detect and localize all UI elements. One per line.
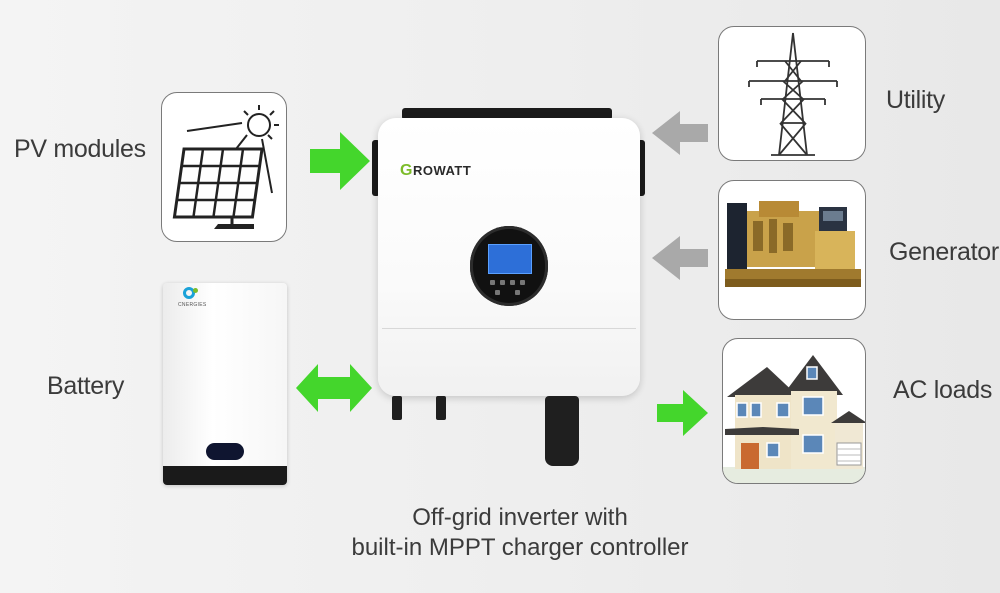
diesel-generator-icon xyxy=(725,201,861,287)
inverter-caption: Off-grid inverter with built-in MPPT cha… xyxy=(330,503,710,563)
pv-modules-card xyxy=(161,92,287,242)
ac-loads-label: AC loads xyxy=(893,376,993,404)
generator-to-inverter-arrow xyxy=(652,236,708,280)
battery-base xyxy=(163,466,287,485)
generator-label: Generator xyxy=(889,238,999,266)
inverter-caption-line1: Off-grid inverter with xyxy=(412,504,628,531)
utility-label: Utility xyxy=(886,86,946,114)
pv-to-inverter-arrow xyxy=(310,132,370,190)
utility-card xyxy=(718,26,866,161)
inverter-button xyxy=(515,290,520,295)
battery-inverter-bidirectional-arrow xyxy=(296,364,372,412)
battery-logo-icon xyxy=(183,287,195,299)
inverter-button xyxy=(495,290,500,295)
inverter-lcd-screen xyxy=(488,244,532,274)
ac-loads-card xyxy=(722,338,866,484)
battery-display xyxy=(206,443,244,460)
inverter-pv-connector xyxy=(436,396,446,420)
inverter-cable-gland xyxy=(545,396,579,466)
house-icon xyxy=(723,355,865,483)
pv-modules-label: PV modules xyxy=(14,135,146,163)
inverter-pv-connector xyxy=(392,396,402,420)
battery-label: Battery xyxy=(47,372,125,400)
inverter-panel-seam xyxy=(382,328,636,329)
inverter-side-handle-left xyxy=(372,140,380,196)
utility-to-inverter-arrow xyxy=(652,111,708,155)
inverter-button xyxy=(500,280,505,285)
inverter-side-handle-right xyxy=(637,140,645,196)
inverter-to-ac-loads-arrow xyxy=(657,390,708,436)
inverter-brand-initial: G xyxy=(400,162,413,179)
inverter-button xyxy=(490,280,495,285)
inverter-button xyxy=(510,280,515,285)
generator-card xyxy=(718,180,866,320)
inverter-button xyxy=(520,280,525,285)
inverter-caption-line2: built-in MPPT charger controller xyxy=(351,534,689,561)
inverter-brand-text: ROWATT xyxy=(412,163,472,178)
battery-brand-text: CNERGIES xyxy=(178,302,207,308)
transmission-tower-icon xyxy=(748,32,838,156)
solar-panel-icon xyxy=(172,105,279,229)
inverter-brand-logo: GROWATT xyxy=(400,162,471,180)
inverter-mount-bar xyxy=(402,108,612,120)
battery-logo-dot xyxy=(193,288,198,293)
